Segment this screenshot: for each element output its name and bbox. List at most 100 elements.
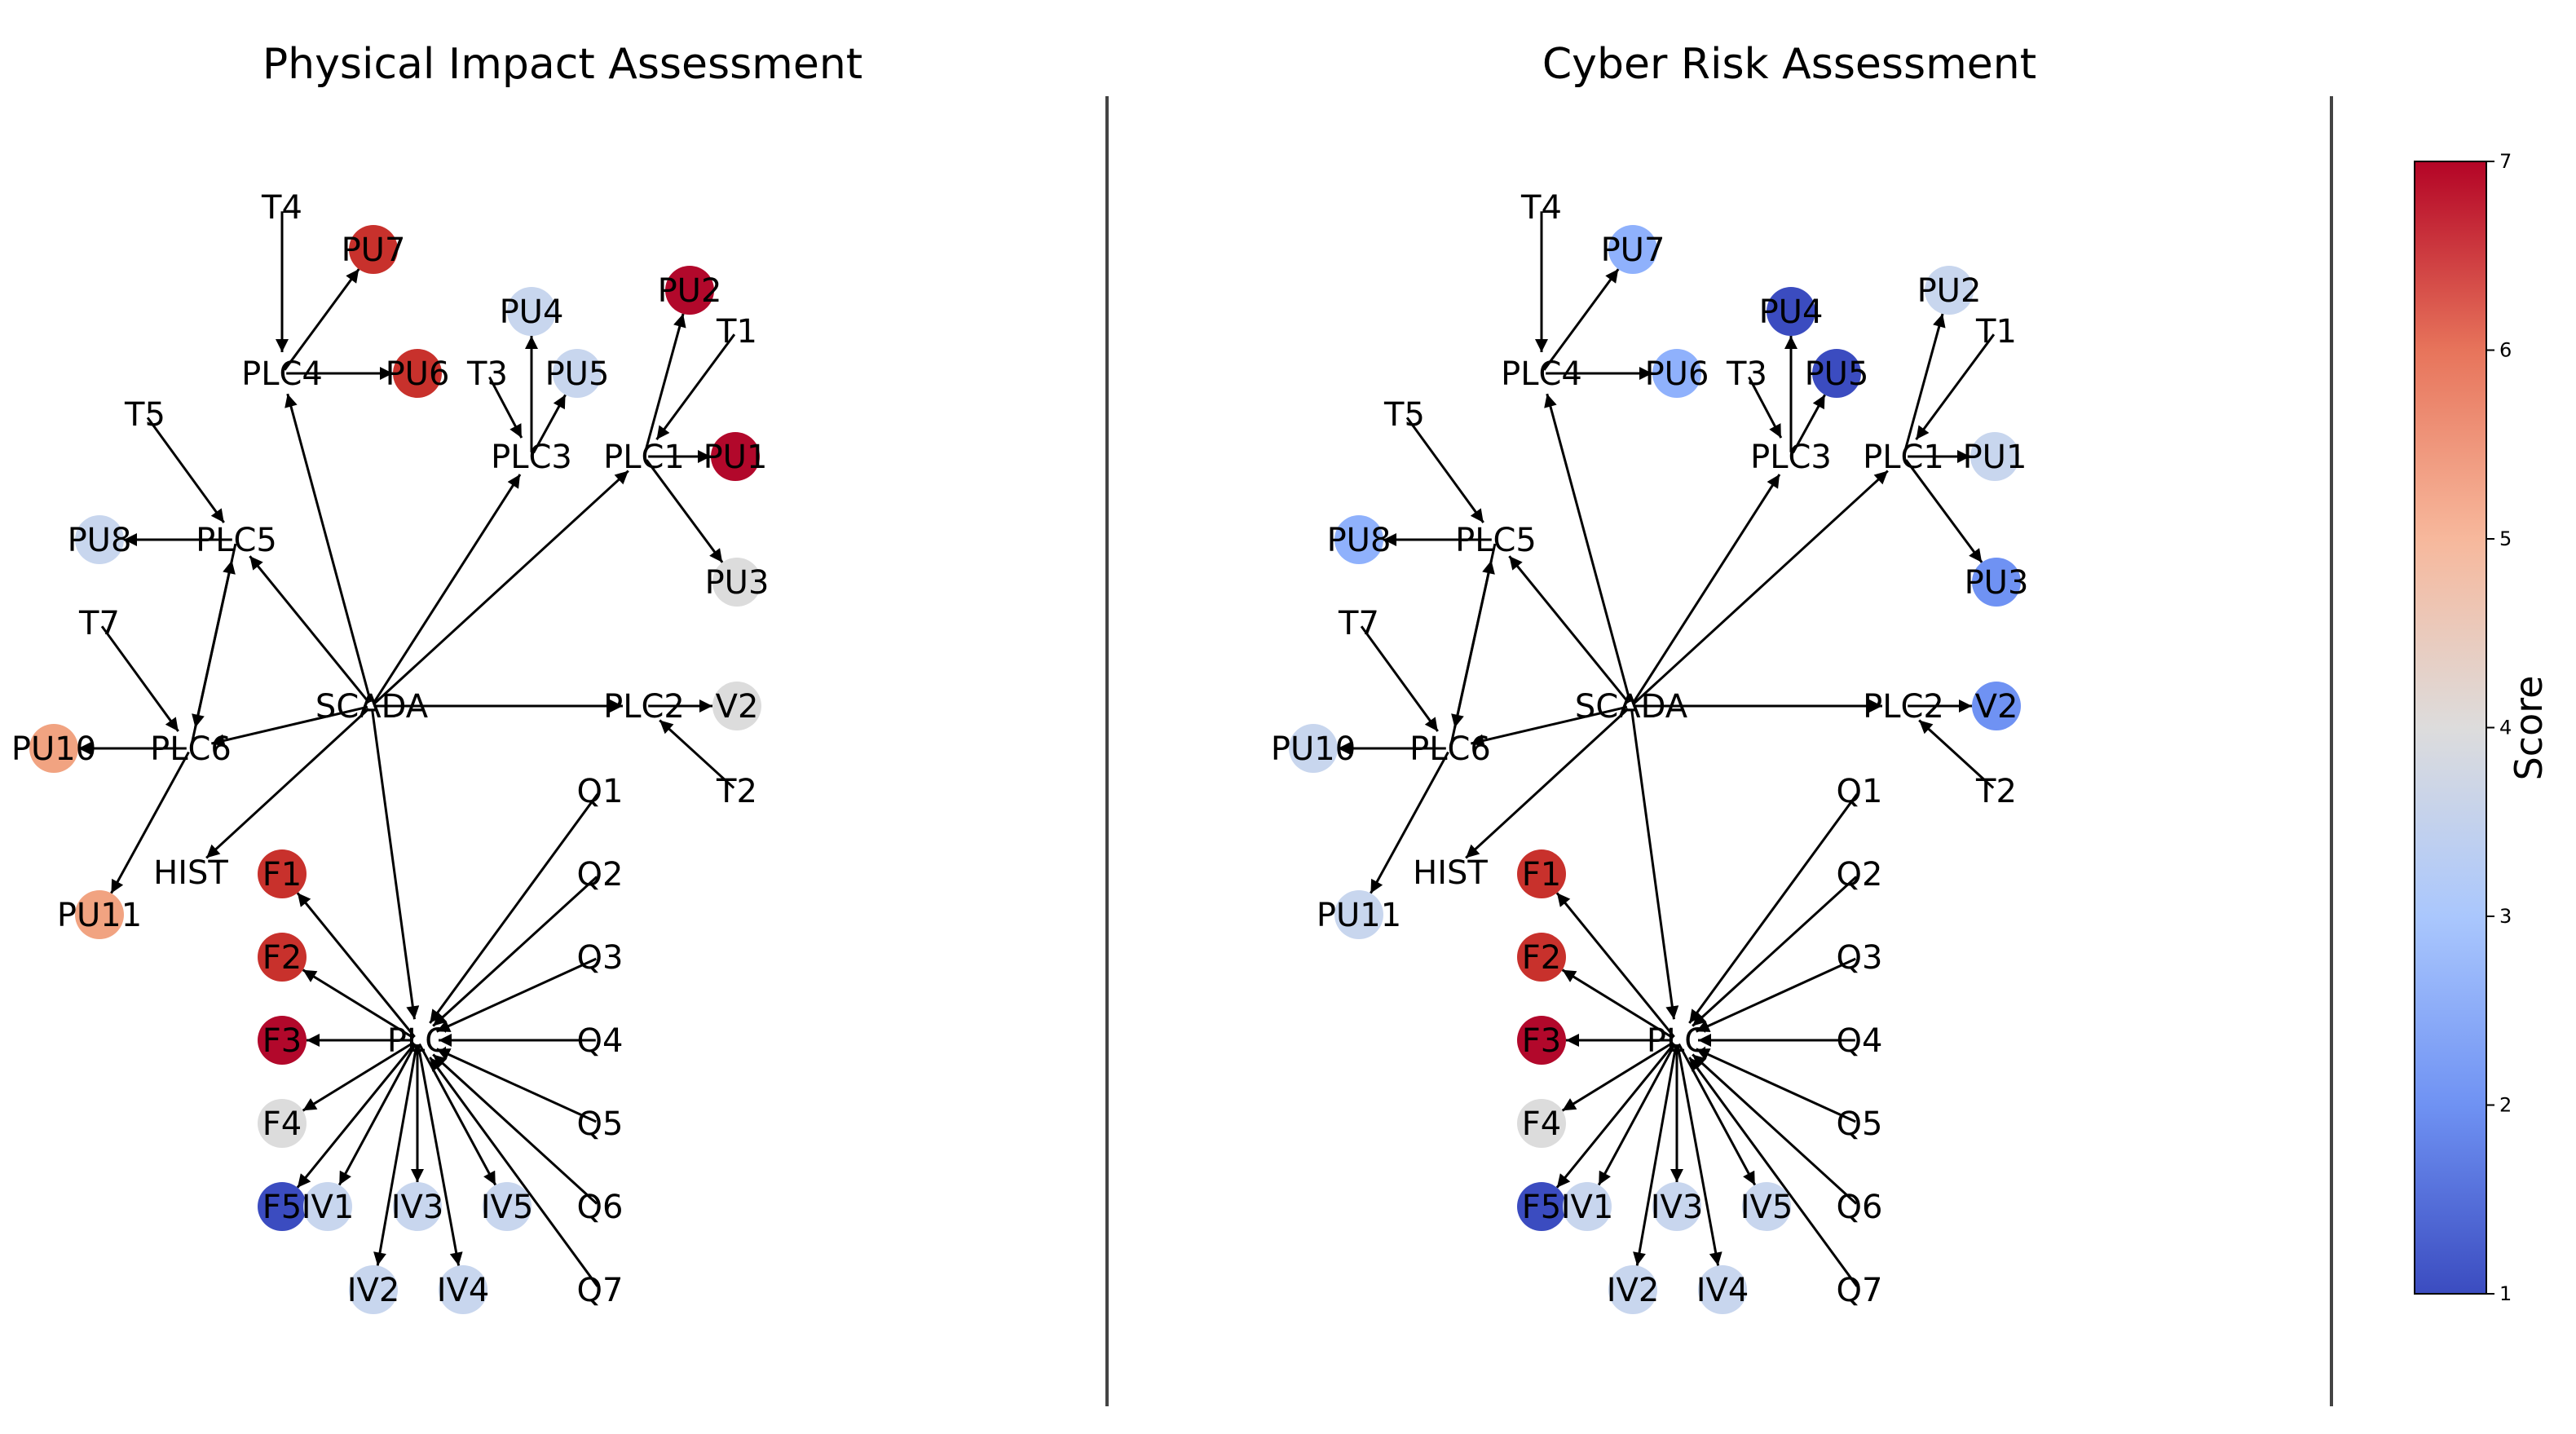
- node-q5: Q5: [577, 1105, 624, 1143]
- node-pu4: PU4: [500, 287, 563, 336]
- node-label-t1: T1: [716, 313, 757, 351]
- node-plc6: PLC6: [150, 730, 232, 768]
- node-label-pu6: PU6: [1645, 355, 1709, 393]
- node-t5: T5: [1383, 396, 1425, 434]
- node-pu11: PU11: [1317, 890, 1401, 939]
- edge-plc-to-iv4: [1676, 1044, 1722, 1266]
- node-marker-pu3: [1972, 558, 2021, 607]
- node-label-plc: PLC: [1647, 1022, 1707, 1060]
- node-q4: Q4: [1837, 1022, 1883, 1060]
- node-label-q2: Q2: [577, 856, 624, 893]
- node-label-plc4: PLC4: [1501, 355, 1582, 393]
- edge-scada-to-plc: [1630, 709, 1679, 1020]
- edge-q5-to-plc: [1696, 1048, 1856, 1123]
- node-t1: T1: [1975, 313, 2017, 351]
- node-t3: T3: [466, 355, 508, 393]
- node-marker-pu2: [1925, 266, 1974, 315]
- node-marker-pu1: [1970, 432, 2019, 481]
- node-label-f3: F3: [1522, 1022, 1561, 1060]
- node-label-pu10: PU10: [11, 730, 96, 768]
- node-label-pu3: PU3: [705, 564, 770, 602]
- physical-impact-panel: Physical Impact Assessment T4PU7PU2PU4T1…: [11, 40, 862, 1314]
- edge-t1-to-plc1: [655, 333, 736, 440]
- node-label-f1: F1: [1522, 856, 1561, 893]
- node-f4: F4: [1517, 1099, 1566, 1148]
- edge-layer: [78, 211, 736, 1287]
- edge-plc4-to-pu7: [1542, 268, 1620, 371]
- node-marker-v2: [1972, 682, 2021, 730]
- node-label-pu6: PU6: [386, 355, 450, 393]
- node-label-f2: F2: [1522, 939, 1561, 977]
- node-marker-iv1: [1563, 1182, 1612, 1231]
- node-scada: SCADA: [315, 688, 429, 726]
- node-label-hist: HIST: [1413, 854, 1488, 892]
- node-label-f2: F2: [262, 939, 302, 977]
- node-label-plc5: PLC5: [196, 522, 277, 559]
- node-pu10: PU10: [1271, 724, 1356, 773]
- node-pu10: PU10: [11, 724, 96, 773]
- node-plc5: PLC5: [196, 522, 277, 559]
- edge-q5-to-plc: [436, 1048, 597, 1123]
- node-marker-pu2: [665, 266, 714, 315]
- edge-plc-to-iv1: [1597, 1043, 1676, 1186]
- colorbar-tick-label-1: 1: [2499, 1282, 2512, 1305]
- edge-q3-to-plc: [1696, 957, 1856, 1033]
- node-hist: HIST: [1413, 854, 1488, 892]
- node-iv5: IV5: [481, 1182, 533, 1231]
- node-plc1: PLC1: [1863, 439, 1944, 476]
- edge-plc6-to-plc5: [1449, 560, 1495, 745]
- edge-plc-to-iv5: [1678, 1043, 1757, 1186]
- edge-plc6-to-pu11: [1370, 751, 1449, 894]
- node-marker-iv3: [1652, 1182, 1701, 1231]
- node-q2: Q2: [577, 856, 624, 893]
- node-marker-iv2: [349, 1265, 398, 1314]
- edge-plc3-to-pu5: [1792, 394, 1826, 454]
- edge-plc-to-f4: [1561, 1041, 1674, 1112]
- node-t2: T2: [1975, 773, 2017, 810]
- node-marker-f5: [258, 1182, 307, 1231]
- node-label-plc: PLC: [387, 1022, 448, 1060]
- node-label-q4: Q4: [1837, 1022, 1883, 1060]
- node-q6: Q6: [577, 1189, 624, 1226]
- node-pu6: PU6: [1645, 349, 1709, 398]
- node-label-t5: T5: [1383, 396, 1425, 434]
- node-label-hist: HIST: [153, 854, 228, 892]
- node-plc3: PLC3: [1750, 439, 1832, 476]
- node-iv1: IV1: [302, 1182, 354, 1231]
- edge-plc6-to-plc5: [190, 560, 236, 745]
- node-label-q1: Q1: [577, 773, 624, 810]
- node-label-t1: T1: [1975, 313, 2017, 351]
- node-pu2: PU2: [658, 266, 721, 315]
- node-q3: Q3: [577, 939, 624, 977]
- node-plc1: PLC1: [603, 439, 685, 476]
- node-marker-pu11: [1334, 890, 1383, 939]
- node-pu3: PU3: [705, 558, 770, 607]
- node-label-pu7: PU7: [342, 232, 406, 269]
- node-pu8: PU8: [68, 515, 131, 564]
- node-label-iv1: IV1: [1561, 1189, 1614, 1226]
- edge-t7-to-plc6: [1360, 625, 1439, 732]
- node-hist: HIST: [153, 854, 228, 892]
- node-v2: V2: [712, 682, 761, 730]
- node-f2: F2: [1517, 933, 1566, 982]
- node-f1: F1: [258, 849, 307, 898]
- edge-plc-to-iv2: [373, 1044, 418, 1266]
- node-t7: T7: [78, 605, 120, 642]
- node-marker-f1: [258, 849, 307, 898]
- edge-scada-to-plc5: [1508, 555, 1630, 704]
- node-pu7: PU7: [1601, 225, 1665, 274]
- node-q1: Q1: [577, 773, 624, 810]
- node-label-pu3: PU3: [1965, 564, 2029, 602]
- node-label-f4: F4: [1522, 1105, 1561, 1143]
- node-label-scada: SCADA: [1575, 688, 1688, 726]
- edge-scada-to-hist: [205, 708, 370, 859]
- node-iv1: IV1: [1561, 1182, 1614, 1231]
- node-label-pu5: PU5: [1805, 355, 1869, 393]
- edge-t5-to-plc5: [1405, 417, 1484, 523]
- node-label-plc1: PLC1: [1863, 439, 1944, 476]
- node-iv4: IV4: [1696, 1265, 1749, 1314]
- colorbar-tick-label-7: 7: [2499, 150, 2512, 173]
- node-label-t7: T7: [1338, 605, 1379, 642]
